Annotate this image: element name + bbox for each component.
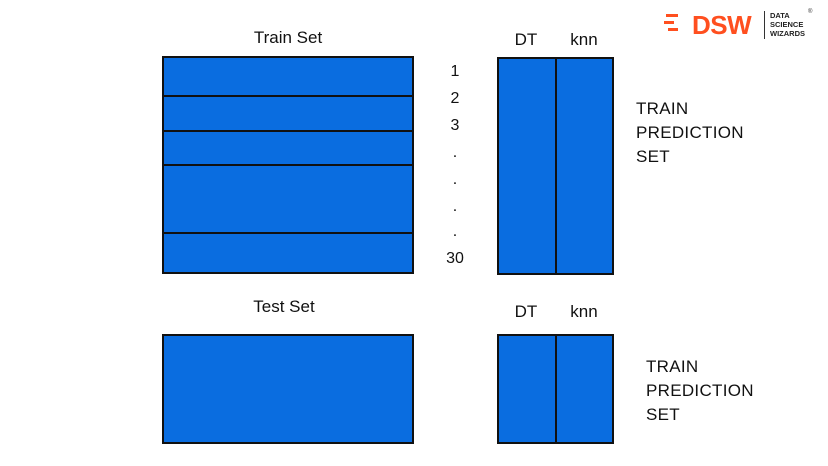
train-row-divider	[164, 130, 412, 132]
side-label-line: TRAIN	[646, 357, 699, 376]
train-prediction-label: TRAIN PREDICTION SET	[636, 97, 744, 169]
logo-wordmark: DATA SCIENCE WIZARDS	[770, 11, 805, 38]
row-number: 2	[450, 90, 460, 107]
train-set-title: Train Set	[253, 28, 323, 47]
train-row-divider	[164, 95, 412, 97]
row-ellipsis: .	[452, 198, 458, 215]
test-set-box	[162, 334, 414, 444]
row-ellipsis: .	[452, 223, 458, 240]
test-prediction-label: TRAIN PREDICTION SET	[646, 355, 754, 427]
train-pred-header-knn: knn	[570, 30, 598, 49]
test-pred-header-knn: knn	[570, 302, 598, 321]
side-label-line: PREDICTION	[646, 381, 754, 400]
side-label-line: PREDICTION	[636, 123, 744, 142]
train-set-box	[162, 56, 414, 274]
train-row-divider	[164, 232, 412, 234]
test-set-title: Test Set	[253, 297, 315, 316]
side-label-line: SET	[636, 147, 670, 166]
logo-separator	[764, 11, 765, 39]
logo-word: DATA	[770, 11, 790, 20]
train-row-divider	[164, 164, 412, 166]
logo-word: SCIENCE	[770, 20, 804, 29]
train-pred-header-dt: DT	[514, 30, 538, 49]
train-prediction-box	[497, 57, 614, 275]
logo-registered-mark: ®	[808, 9, 813, 15]
row-number: 1	[450, 63, 460, 80]
logo-speed-lines-icon	[664, 14, 678, 31]
logo-word: WIZARDS	[770, 29, 805, 38]
test-prediction-box	[497, 334, 614, 444]
test-pred-column-divider	[555, 336, 557, 442]
side-label-line: TRAIN	[636, 99, 689, 118]
row-number: 30	[446, 250, 464, 267]
side-label-line: SET	[646, 405, 680, 424]
row-ellipsis: .	[452, 144, 458, 161]
logo-letters: DSW	[692, 10, 752, 40]
dsw-logo: DSW DATA SCIENCE WIZARDS ®	[664, 8, 824, 42]
row-number: 3	[450, 117, 460, 134]
test-pred-header-dt: DT	[514, 302, 538, 321]
train-pred-column-divider	[555, 59, 557, 273]
row-ellipsis: .	[452, 171, 458, 188]
